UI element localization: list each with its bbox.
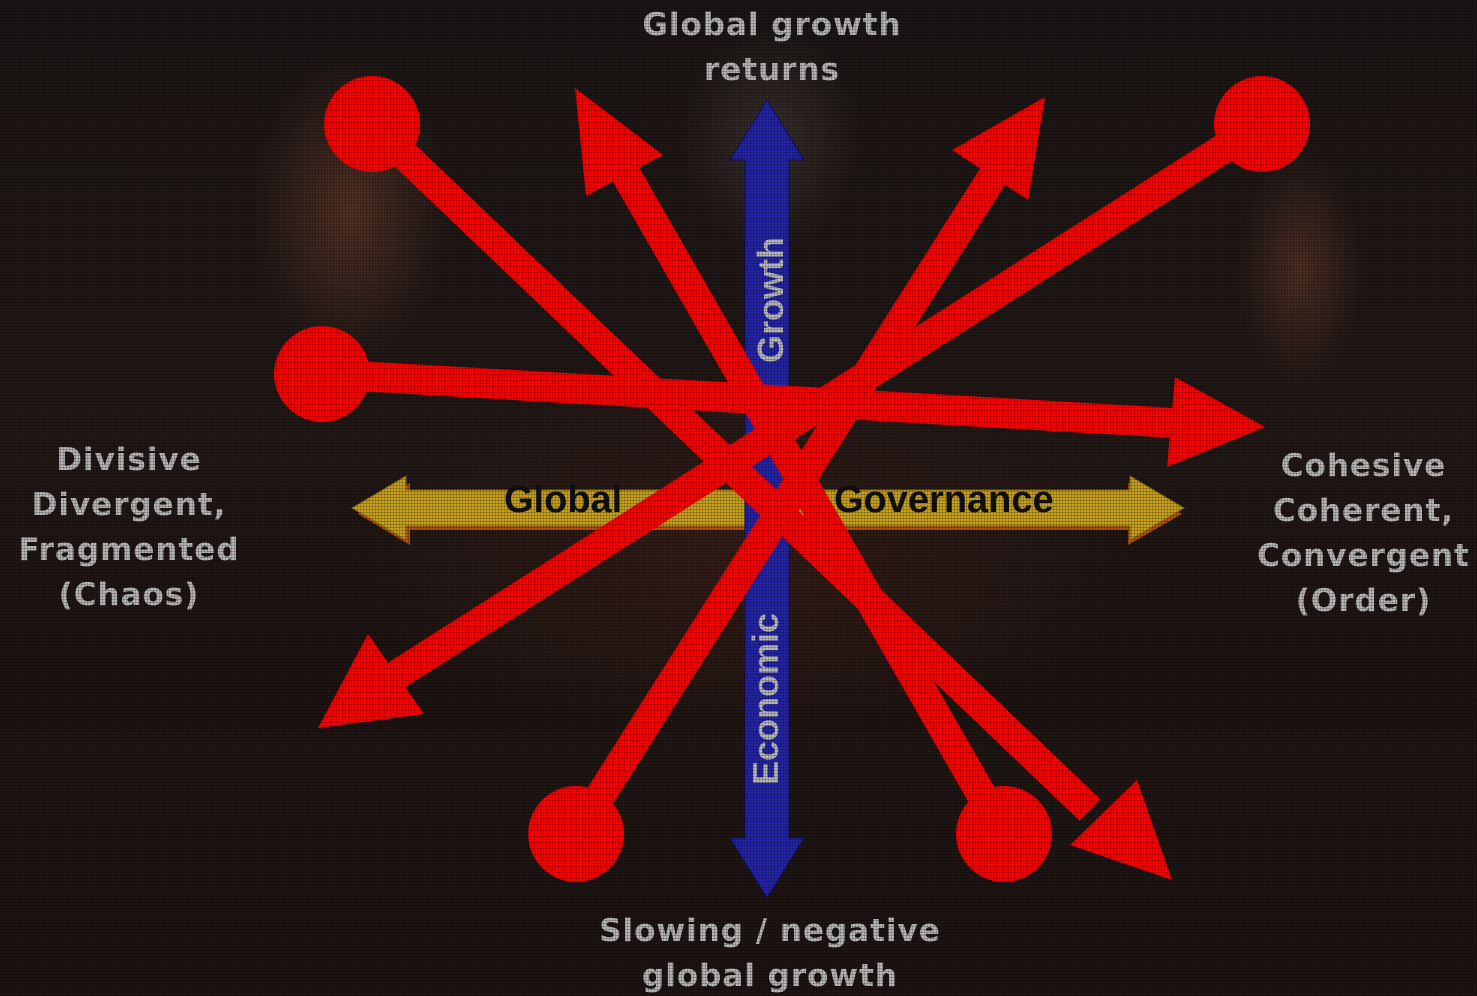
pole-label-left-line: Divisive — [56, 442, 202, 478]
arrowhead — [1070, 780, 1172, 880]
pole-label-top-line: Global growth — [642, 7, 902, 43]
scenario-arrow-3 — [318, 76, 1310, 728]
pole-label-right-line: (Order) — [1295, 583, 1432, 619]
pole-label-left-line: Fragmented — [18, 532, 240, 568]
axis-label-global: Global — [504, 479, 623, 521]
pole-label-bottom: Slowing / negative global growth — [560, 909, 980, 996]
scenario-arrows — [274, 76, 1310, 882]
scenario-start-dot — [528, 786, 624, 882]
pole-label-top-line: returns — [703, 52, 840, 88]
pole-label-right-line: Convergent — [1257, 538, 1470, 574]
arrowhead — [952, 97, 1045, 200]
pole-label-left-line: (Chaos) — [58, 577, 200, 613]
scenario-start-dot — [324, 76, 420, 172]
pole-label-top: Global growth returns — [572, 3, 972, 93]
scenario-start-dot — [274, 326, 370, 422]
pole-label-bottom-line: Slowing / negative — [599, 913, 941, 949]
scenario-start-dot — [1214, 76, 1310, 172]
axis-label-economic: Economic — [745, 612, 786, 785]
pole-label-bottom-line: global growth — [642, 958, 898, 994]
background-lower-band — [0, 730, 1477, 996]
axis-label-growth: Growth — [750, 237, 791, 363]
axis-label-governance: Governance — [834, 479, 1054, 521]
arrowhead — [1167, 377, 1265, 467]
scenario-start-dot — [956, 786, 1052, 882]
pole-label-left: Divisive Divergent, Fragmented (Chaos) — [0, 438, 258, 618]
pole-label-right-line: Coherent, — [1272, 493, 1455, 529]
arrowhead — [575, 88, 663, 196]
arrowhead — [318, 634, 424, 728]
pole-label-right: Cohesive Coherent, Convergent (Order) — [1250, 444, 1477, 624]
pole-label-right-line: Cohesive — [1280, 448, 1447, 484]
scenario-arrow-4 — [528, 97, 1045, 882]
pole-label-left-line: Divergent, — [31, 487, 227, 523]
scenario-arrow-5 — [575, 88, 1052, 882]
